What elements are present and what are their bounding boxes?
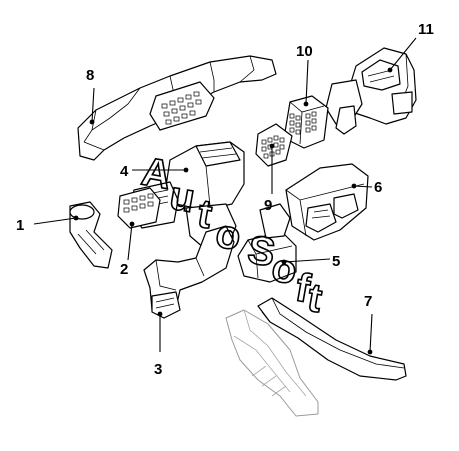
callout-9: 9 xyxy=(264,197,272,214)
part-7-rear-floor-duct xyxy=(225,297,407,417)
leader-11 xyxy=(389,37,417,71)
part-11-center-vent-housing xyxy=(325,47,417,135)
part-10-center-vent-grille xyxy=(283,95,329,149)
part-10-grille xyxy=(289,111,317,135)
leader-5 xyxy=(283,258,331,263)
leader-1 xyxy=(33,217,77,225)
callout-numbers: 1 2 3 4 5 6 7 8 9 10 11 xyxy=(16,21,434,378)
callout-3: 3 xyxy=(154,361,162,378)
callout-2: 2 xyxy=(120,261,128,278)
callout-1: 1 xyxy=(16,217,24,234)
callout-5: 5 xyxy=(332,253,340,270)
part-8-dash-vent-duct xyxy=(77,55,277,161)
leader-7 xyxy=(369,313,373,353)
leader-lines xyxy=(33,37,417,355)
leader-10 xyxy=(305,59,309,105)
callout-10: 10 xyxy=(296,43,313,60)
part-6-right-vent-housing xyxy=(285,163,369,241)
part-1-side-vent-elbow xyxy=(69,201,113,269)
leader-8 xyxy=(91,87,95,123)
part-8-grille xyxy=(161,91,202,125)
callout-7: 7 xyxy=(364,293,372,310)
part-5-central-duct-block xyxy=(237,203,297,283)
part-2-grille xyxy=(123,193,154,213)
part-2-connector-box xyxy=(117,187,161,229)
callout-6: 6 xyxy=(374,179,382,196)
callout-8: 8 xyxy=(86,67,94,84)
callout-11: 11 xyxy=(418,21,434,38)
leader-2 xyxy=(127,223,133,261)
leader-6 xyxy=(353,185,373,188)
callout-4: 4 xyxy=(120,163,129,180)
part-3-floor-duct xyxy=(143,225,235,319)
